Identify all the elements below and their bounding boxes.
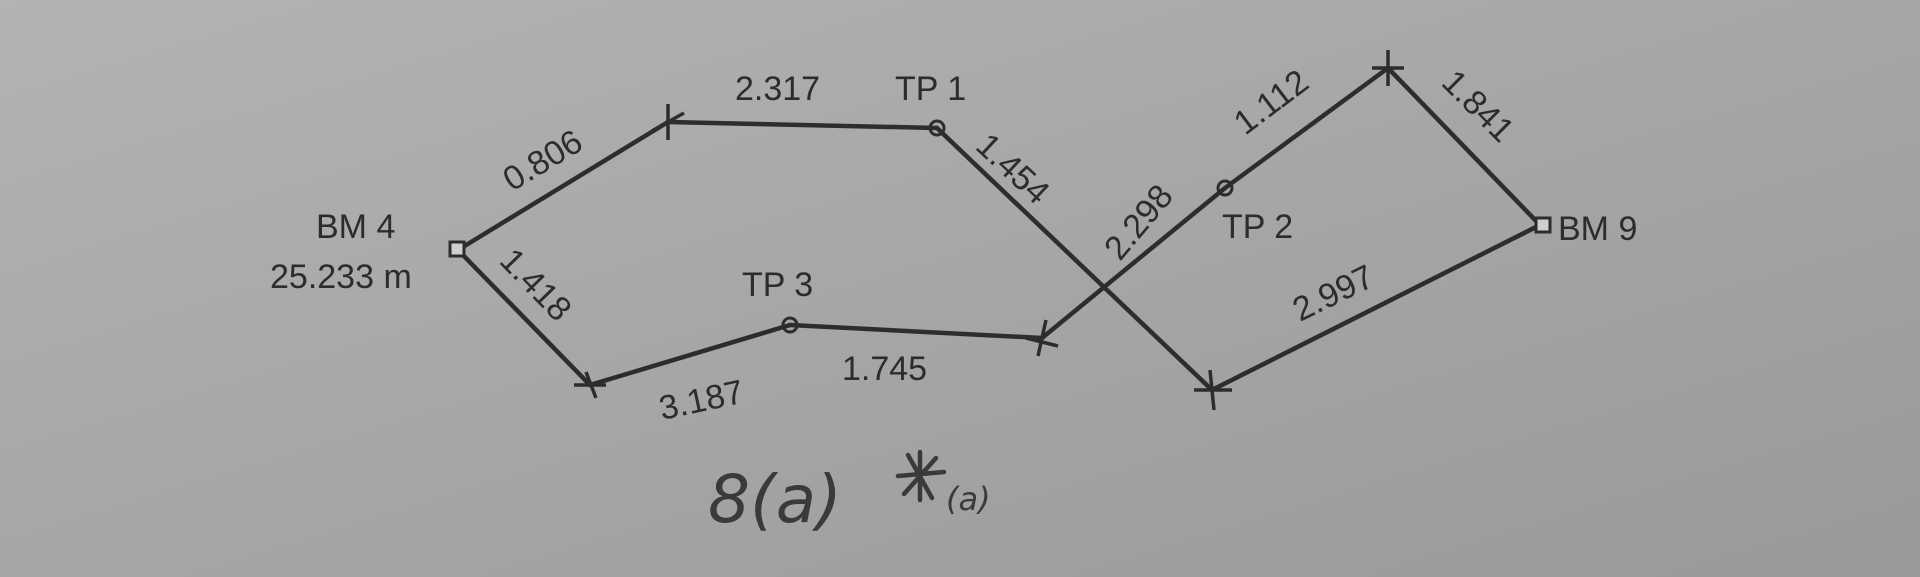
bm9-marker — [1534, 216, 1552, 234]
problem-annotation: 8(a) — [708, 461, 842, 538]
turning-marks — [574, 50, 1404, 411]
turn-mark-b — [574, 371, 606, 399]
line-turn-b-tp3 — [587, 322, 793, 388]
bm4-marker — [448, 240, 466, 258]
bm4-label: BM 4 — [316, 208, 395, 246]
bm4-elevation: 25.233 m — [270, 258, 412, 296]
line-tp1-turn-d — [934, 125, 1215, 393]
tp1-marker — [928, 119, 946, 137]
line-turn-a-tp1 — [665, 119, 940, 131]
traverse-lines — [455, 65, 1543, 393]
turn-mark-d — [1194, 369, 1232, 411]
tp3-marker — [781, 316, 799, 334]
line-bm4-turn-a — [455, 119, 671, 253]
reading-turn-a-tp1: 2.317 — [735, 70, 820, 108]
turn-mark-c — [1025, 319, 1059, 357]
tp3-label: TP 3 — [742, 266, 813, 304]
line-turn-c-tp2 — [1039, 185, 1228, 341]
line-tp3-turn-c — [787, 322, 1045, 341]
reading-tp3-turn-c: 1.745 — [842, 350, 927, 388]
line-turn-d-bm9 — [1209, 222, 1543, 393]
tp2-marker — [1216, 179, 1234, 197]
bm9-label: BM 9 — [1558, 210, 1637, 248]
line-tp2-turn-e — [1222, 65, 1391, 191]
star-icon — [895, 449, 947, 503]
turn-mark-e — [1372, 50, 1404, 86]
star-note: (a) — [946, 480, 991, 518]
tp2-label: TP 2 — [1222, 208, 1293, 246]
line-turn-e-bm9 — [1385, 65, 1543, 228]
line-bm4-turn-b — [455, 247, 593, 388]
turn-mark-a — [651, 104, 685, 140]
tp1-label: TP 1 — [895, 70, 966, 108]
